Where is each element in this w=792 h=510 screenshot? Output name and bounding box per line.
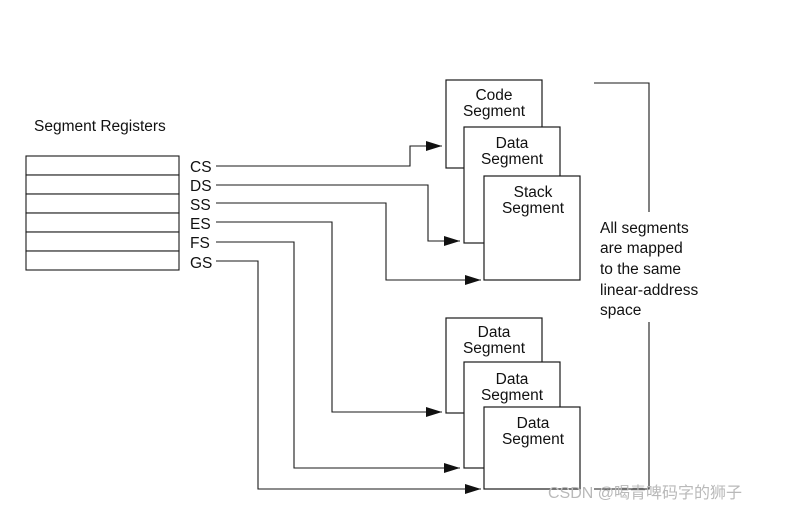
register-cell-ds bbox=[25, 174, 180, 195]
register-table bbox=[25, 155, 180, 271]
data-segment-bottom-1-label-line1: Data bbox=[478, 324, 511, 341]
code-segment-label-line2: Segment bbox=[463, 103, 526, 120]
ds-arrow bbox=[216, 184, 460, 246]
code-segment-label-line1: Code bbox=[475, 87, 512, 104]
ss-arrow bbox=[216, 202, 481, 285]
note-line-1: All segments bbox=[600, 220, 689, 237]
register-label-ds: DS bbox=[190, 178, 212, 195]
stack-segment-label-line2: Segment bbox=[502, 200, 565, 217]
data-segment-top-label-line2: Segment bbox=[481, 151, 544, 168]
data-segment-top-label-line1: Data bbox=[496, 135, 529, 152]
register-cell-gs bbox=[25, 250, 180, 271]
register-cell-ss bbox=[25, 193, 180, 214]
register-cell-fs bbox=[25, 231, 180, 252]
linear-address-space-bracket-top bbox=[594, 82, 650, 212]
register-label-fs: FS bbox=[190, 235, 210, 252]
data-segment-bottom-2-label-line1: Data bbox=[496, 371, 529, 388]
register-cell-es bbox=[25, 212, 180, 233]
es-arrow bbox=[216, 221, 442, 417]
data-segment-bottom-1-label-line2: Segment bbox=[463, 340, 526, 357]
data-segment-bottom-2-label-line2: Segment bbox=[481, 387, 544, 404]
gs-arrow bbox=[216, 260, 481, 494]
register-label-ss: SS bbox=[190, 197, 211, 214]
csdn-watermark: CSDN @喝青啤码字的狮子 bbox=[548, 484, 742, 502]
note-line-4: linear-address bbox=[600, 282, 698, 299]
register-label-cs: CS bbox=[190, 159, 212, 176]
cs-arrow bbox=[216, 141, 442, 167]
data-segment-bottom-3-label-line1: Data bbox=[517, 415, 550, 432]
note-line-5: space bbox=[600, 302, 641, 319]
data-segment-bottom-3-label-line2: Segment bbox=[502, 431, 565, 448]
top-segment-group: Code Segment Data Segment Stack Segment bbox=[445, 79, 581, 281]
register-cell-cs bbox=[25, 155, 180, 176]
linear-address-note: All segments are mapped to the same line… bbox=[600, 220, 698, 319]
stack-segment-label-line1: Stack bbox=[514, 184, 553, 201]
linear-address-space-bracket-bottom bbox=[594, 322, 650, 490]
fs-arrow bbox=[216, 241, 460, 473]
note-line-2: are mapped bbox=[600, 240, 683, 257]
segment-registers-title: Segment Registers bbox=[34, 118, 166, 135]
stack-segment-box bbox=[483, 175, 581, 281]
register-label-es: ES bbox=[190, 216, 211, 233]
register-mappings bbox=[216, 141, 481, 494]
data-segment-box-bottom-3 bbox=[483, 406, 581, 490]
register-label-gs: GS bbox=[190, 255, 212, 272]
bottom-segment-group: Data Segment Data Segment Data Segment bbox=[445, 317, 581, 490]
note-line-3: to the same bbox=[600, 261, 681, 278]
